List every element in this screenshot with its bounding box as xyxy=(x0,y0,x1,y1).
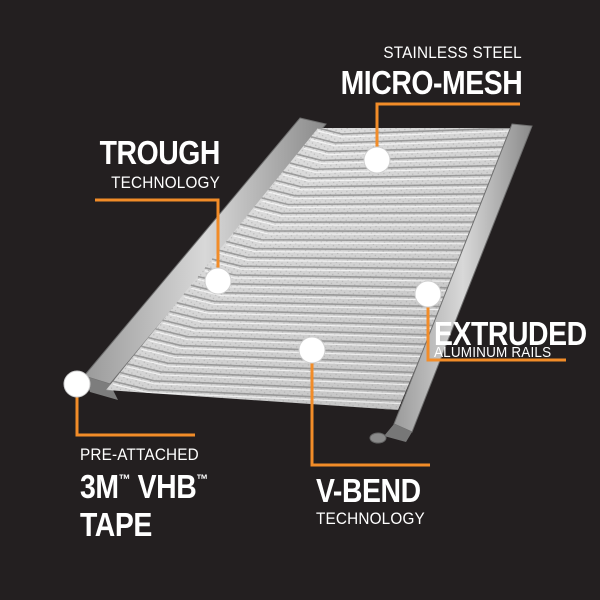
ridge-line xyxy=(303,144,508,153)
ridge-highlight xyxy=(247,217,477,226)
ridge-highlight xyxy=(240,226,473,235)
ridge-highlight xyxy=(268,191,488,200)
ridge-line xyxy=(310,135,512,144)
ridge-line xyxy=(218,249,461,261)
trough-title: TROUGH xyxy=(99,134,221,171)
ridge-line xyxy=(282,170,496,179)
ridge-highlight xyxy=(148,340,422,358)
ridge-line xyxy=(127,363,410,383)
ridge-highlight xyxy=(317,130,515,138)
ridge-line xyxy=(176,301,438,317)
ridge-line xyxy=(289,162,500,171)
micro-mesh-subtitle: STAINLESS STEEL xyxy=(383,43,522,62)
ridge-line xyxy=(254,205,480,215)
ridge-highlight xyxy=(275,182,492,191)
ridge-line xyxy=(119,371,406,392)
ridge-line xyxy=(148,336,422,355)
ridge-line xyxy=(225,240,465,251)
micro-mesh-title: MICRO-MESH xyxy=(340,64,522,101)
tape-product: VHB xyxy=(130,468,197,505)
tape-title: 3M™ VHB™ xyxy=(80,470,208,503)
ridge-line xyxy=(296,153,504,162)
ridge-line xyxy=(240,223,473,233)
ridge-highlight xyxy=(225,243,465,254)
ridge-highlight xyxy=(112,383,402,405)
ridge-line xyxy=(211,258,457,270)
ridge-line xyxy=(162,319,430,336)
trademark-symbol: ™ xyxy=(118,471,131,487)
ridge-highlight xyxy=(162,322,430,339)
ridge-line xyxy=(261,197,484,206)
ridge-highlight xyxy=(127,366,410,386)
ridge-highlight xyxy=(310,139,512,147)
v-bend-subtitle: TECHNOLOGY xyxy=(316,509,425,528)
ridge-highlight xyxy=(254,209,480,217)
ridge-highlight xyxy=(261,200,484,209)
tape-title-line2: TAPE xyxy=(80,506,152,543)
ridge-line xyxy=(317,128,515,135)
ridge-line xyxy=(155,328,426,345)
trough-subtitle: TECHNOLOGY xyxy=(111,173,220,192)
ridge-line xyxy=(141,345,418,364)
ridge-highlight xyxy=(141,348,418,367)
ridge-line xyxy=(268,188,488,197)
ridge-line xyxy=(233,232,469,242)
leader-lines xyxy=(75,102,566,467)
ridge-highlight xyxy=(289,165,500,173)
trademark-symbol: ™ xyxy=(196,471,208,487)
tape-brand: 3M xyxy=(80,468,119,505)
tape-subtitle: PRE-ATTACHED xyxy=(80,445,199,464)
extruded-subtitle: ALUMINUM RAILS xyxy=(434,344,552,361)
ridge-highlight xyxy=(233,235,469,245)
ridge-highlight xyxy=(303,147,508,156)
ridge-line xyxy=(247,214,477,223)
ridge-highlight xyxy=(119,374,406,395)
ridge-line xyxy=(112,380,402,402)
extruded-title: EXTRUDED xyxy=(434,315,587,352)
ridge-highlight xyxy=(218,252,461,264)
ridge-highlight xyxy=(183,296,441,311)
ridge-highlight xyxy=(190,287,445,301)
ridge-highlight xyxy=(282,174,496,182)
v-bend-title: V-BEND xyxy=(316,472,421,509)
ridge-highlight xyxy=(176,305,438,320)
ridge-line xyxy=(275,179,492,188)
ridge-highlight xyxy=(211,261,457,273)
ridge-line xyxy=(183,293,441,308)
callout-dots xyxy=(63,146,442,398)
ridge-line xyxy=(169,310,434,327)
ridge-highlight xyxy=(134,357,414,376)
ridge-highlight xyxy=(169,313,434,329)
ridge-highlight xyxy=(155,331,426,348)
ridge-highlight xyxy=(296,156,504,165)
ridge-line xyxy=(134,354,414,374)
